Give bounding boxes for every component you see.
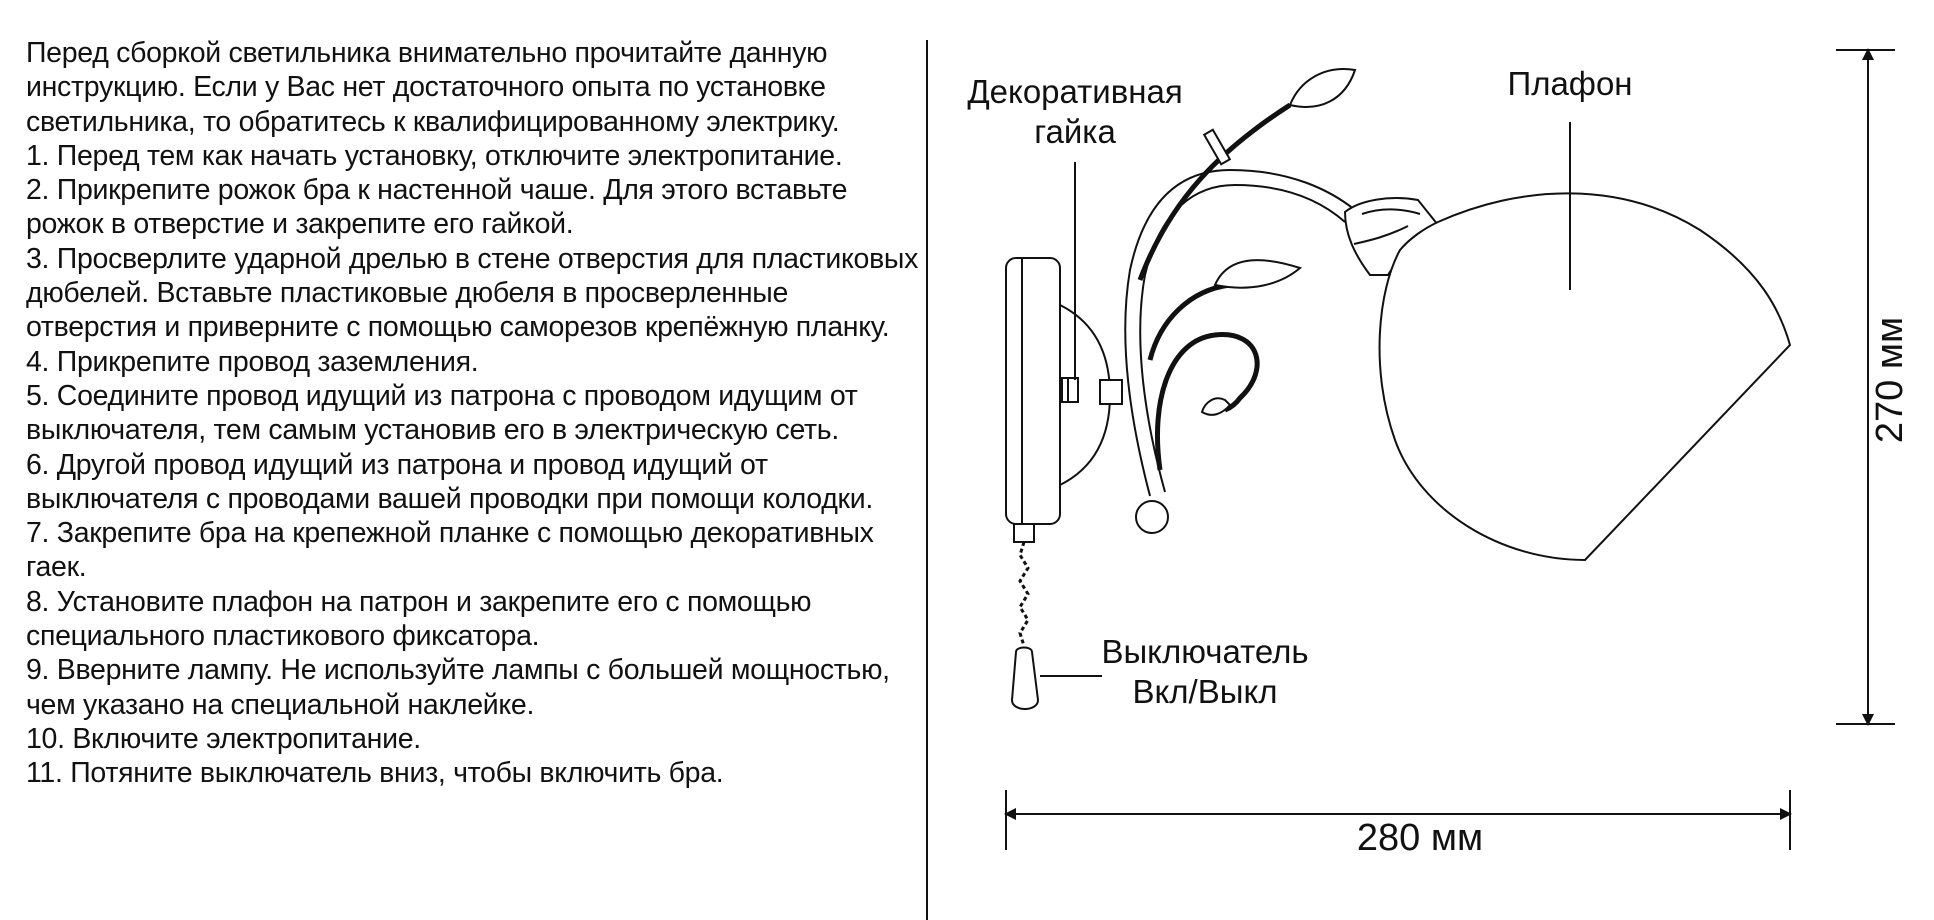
pull-switch <box>1010 523 1040 710</box>
step-11: 11. Потяните выключатель вниз, чтобы вкл… <box>26 757 724 790</box>
step-6: 6. Другой провод идущий из патрона и про… <box>26 448 873 515</box>
decorative-nut <box>1061 377 1123 405</box>
step-1: 1. Перед тем как начать установку, отклю… <box>26 139 843 172</box>
glass-shade <box>1378 192 1792 562</box>
label-decorative-nut: Декоративная гайка <box>950 72 1200 152</box>
step-8: 8. Установите плафон на патрон и закрепи… <box>26 585 812 653</box>
step-10: 10. Включите электропитание. <box>26 722 421 755</box>
step-4: 4. Прикрепите провод заземления. <box>26 345 479 378</box>
label-shade: Плафон <box>1507 65 1633 102</box>
arm-end-ball <box>1135 500 1169 534</box>
height-dimension <box>1836 48 1895 726</box>
decorative-branch-lower <box>1155 332 1260 471</box>
width-label: 280 мм <box>1356 817 1484 859</box>
intro-paragraph: Перед сборкой светильника внимательно пр… <box>26 37 840 138</box>
label-nut-line1: Декоративная <box>967 73 1183 110</box>
width-dimension <box>1004 790 1792 850</box>
label-switch-line1: Выключатель <box>1101 633 1309 670</box>
label-switch: Выключатель Вкл/Выкл <box>1080 632 1330 712</box>
decorative-branch-middle <box>1147 282 1231 361</box>
wall-plate <box>1005 257 1061 525</box>
label-switch-line2: Вкл/Выкл <box>1132 673 1278 710</box>
bud-lower <box>1200 397 1232 416</box>
step-5: 5. Соедините провод идущий из патрона с … <box>26 379 858 447</box>
column-divider <box>926 40 928 920</box>
step-7: 7. Закрепите бра на крепежной планке с п… <box>26 517 874 584</box>
leaf-middle <box>1213 259 1303 289</box>
step-9: 9. Вверните лампу. Не используйте лампы … <box>26 654 890 721</box>
label-nut-line2: гайка <box>1034 113 1116 150</box>
height-label: 270 мм <box>1869 316 1911 444</box>
lamp-arm <box>1124 168 1356 497</box>
decorative-branch-upper <box>1137 102 1292 281</box>
leaf-top <box>1288 68 1357 108</box>
step-2: 2. Прикрепите рожок бра к настенной чаше… <box>26 174 848 241</box>
step-3: 3. Просверлите ударной дрелью в стене от… <box>26 242 919 344</box>
instructions-text: Перед сборкой светильника внимательно пр… <box>26 36 926 791</box>
